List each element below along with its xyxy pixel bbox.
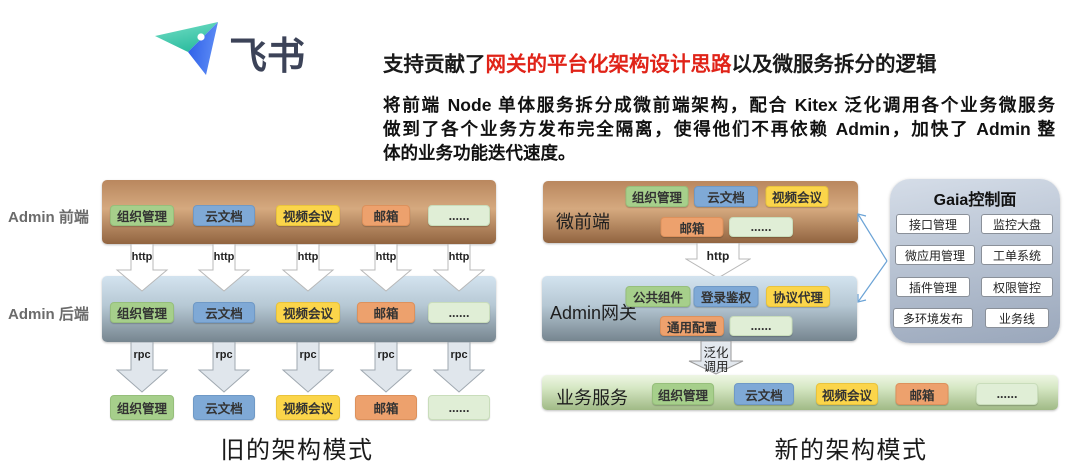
service-box: 邮箱 [362,205,410,226]
service-box: 云文档 [193,395,255,420]
gaia-item: 接口管理 [896,214,970,234]
business-services-label: 业务服务 [556,388,628,408]
gaia-item: 业务线 [985,308,1049,328]
service-box: 云文档 [193,205,255,226]
gateway-box: ...... [729,316,793,336]
service-box: 视频会议 [765,186,829,207]
old-architecture-caption: 旧的架构模式 [220,437,374,464]
gaia-item: 工单系统 [981,245,1053,265]
service-box: 组织管理 [110,395,174,420]
admin-frontend-label: Admin 前端 [8,209,89,226]
gateway-box: 登录鉴权 [693,286,759,307]
service-box: 邮箱 [660,217,724,237]
service-box: 组织管理 [110,205,174,226]
http-arrow-label: http [706,249,730,263]
admin-backend-label: Admin 后端 [8,306,89,323]
service-box: ...... [428,205,490,226]
gateway-box: 公共组件 [625,286,691,307]
rpc-arrow [115,342,169,393]
gaia-item: 监控大盘 [981,214,1053,234]
business-services-bar [542,375,1058,410]
http-arrow-label: http [131,251,153,263]
gaia-item: 权限管控 [981,277,1053,297]
admin-gateway-label: Admin网关 [550,303,638,323]
generic-call-label-line2: 调用 [703,360,729,374]
brand-name: 飞书 [229,36,306,78]
paragraph-line: 将前端 Node 单体服务拆分成微前端架构，配合 Kitex 泛化调用各个业务微… [383,95,1055,115]
new-architecture-caption: 新的架构模式 [774,437,928,464]
rpc-arrow [281,342,335,393]
service-box: 邮箱 [357,302,415,323]
micro-frontend-label: 微前端 [556,212,610,232]
http-arrow [281,244,335,292]
http-arrow-label: http [375,251,397,263]
gateway-box: 通用配置 [660,316,724,336]
service-box: 云文档 [193,302,255,323]
gaia-item: 微应用管理 [895,245,975,265]
rpc-arrow-label: rpc [133,349,151,361]
gaia-item: 多环境发布 [893,308,973,328]
paragraph-line: 做到了各个业务方发布完全隔离，使得他们不再依赖 Admin，加快了 Admin … [383,119,1055,139]
headline-highlight: 网关的平台化架构设计思路 [485,53,732,76]
http-arrow-label: http [297,251,319,263]
rpc-arrow-label: rpc [299,349,317,361]
service-box: 视频会议 [276,205,340,226]
service-box: ...... [729,217,793,237]
rpc-arrow [359,342,413,393]
service-box: ...... [428,302,490,323]
service-box: 邮箱 [355,395,417,420]
http-arrow [197,244,251,292]
gaia-connector-lines [857,213,888,303]
generic-call-arrow [688,341,744,375]
service-box: 组织管理 [625,186,689,207]
rpc-arrow-label: rpc [377,349,395,361]
rpc-arrow [197,342,251,393]
service-box: ...... [976,383,1038,405]
generic-call-label-line1: 泛化 [703,346,729,360]
feishu-logo-icon [155,22,218,75]
http-arrow [432,244,486,292]
service-box: 组织管理 [110,302,174,323]
rpc-arrow-label: rpc [450,349,468,361]
gaia-title: Gaia控制面 [933,192,1017,209]
service-box: 组织管理 [652,383,714,405]
service-box: 视频会议 [276,395,340,420]
paragraph-line: 体的业务功能迭代速度。 [383,143,576,163]
description-paragraph: 将前端 Node 单体服务拆分成微前端架构，配合 Kitex 泛化调用各个业务微… [383,93,1055,165]
service-box: 视频会议 [276,302,340,323]
service-box: ...... [428,395,490,420]
http-arrow [685,243,751,279]
headline-prefix: 支持贡献了 [383,53,486,76]
service-box: 邮箱 [895,383,949,405]
service-box: 云文档 [734,383,794,405]
service-box: 云文档 [694,186,758,207]
gateway-box: 协议代理 [766,286,830,307]
headline: 支持贡献了网关的平台化架构设计思路以及微服务拆分的逻辑 [383,47,937,77]
http-arrow [115,244,169,292]
rpc-arrow [432,342,486,393]
headline-suffix: 以及微服务拆分的逻辑 [731,53,937,76]
http-arrow-label: http [213,251,235,263]
http-arrow [359,244,413,292]
http-arrow-label: http [448,251,470,263]
rpc-arrow-label: rpc [215,349,233,361]
service-box: 视频会议 [816,383,878,405]
gaia-item: 插件管理 [896,277,970,297]
